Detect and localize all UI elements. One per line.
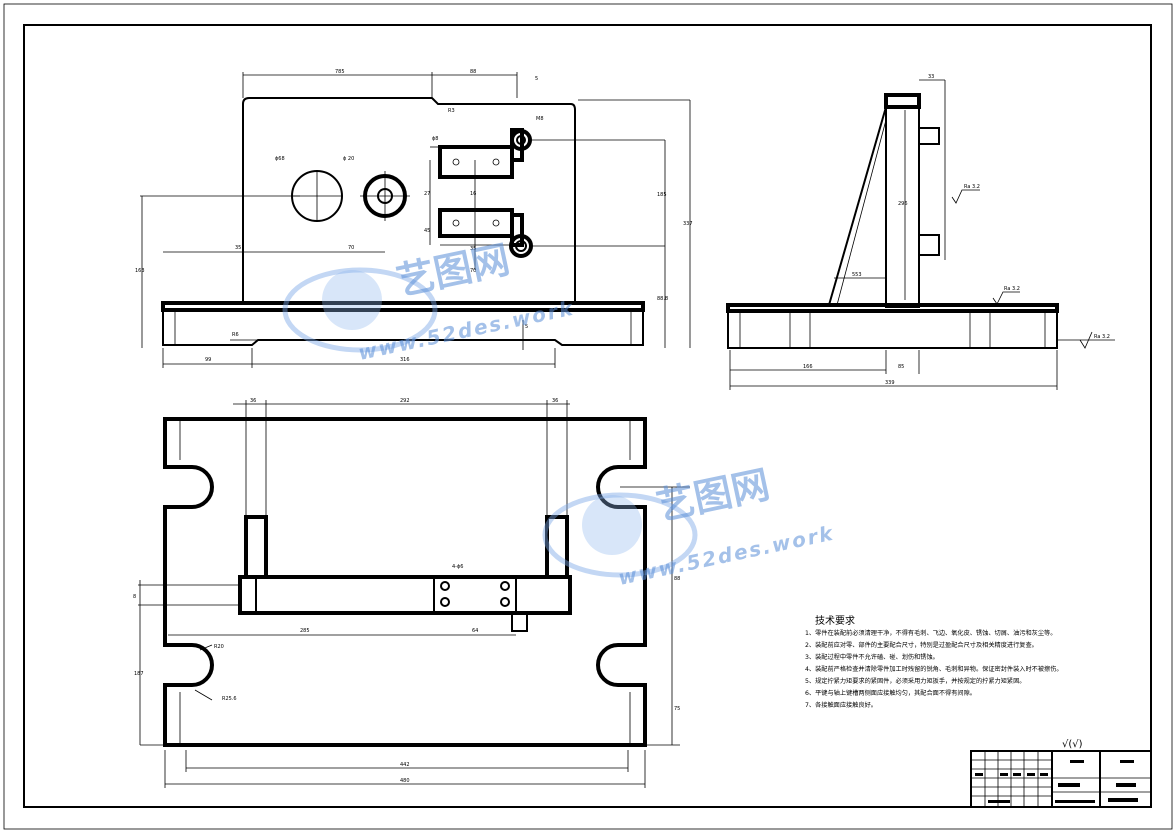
roughness-symbol: √(√) (1062, 739, 1083, 750)
dim-top-bar-len: 285 (300, 628, 310, 634)
dim-front-hole-spacing: 70 (348, 245, 354, 251)
dim-front-left-offset: 35 (235, 245, 241, 251)
dim-front-chamfer: R3 (448, 108, 455, 114)
dim-side-base-mid: 85 (898, 364, 904, 370)
inner-frame (23, 24, 1152, 808)
tech-req-line-6: 6、平键与轴上键槽两侧面应接触均匀，其配合面不得有间隙。 (805, 689, 976, 697)
dim-front-slot-h2: 45 (424, 228, 430, 234)
dim-top-overall-w: 442 (400, 762, 410, 768)
watermark-brand-2: 艺图网 (653, 462, 774, 529)
dim-top-bar-h: 8 (133, 594, 136, 600)
dim-front-hole-m8: M8 (536, 116, 544, 122)
dim-top-slot-r: R20 (214, 644, 224, 650)
dim-front-base-left: 99 (205, 357, 211, 363)
dim-side-top-w: 33 (928, 74, 934, 80)
dim-side-height: 296 (898, 201, 908, 207)
dim-front-height-upper: 185 (657, 192, 667, 198)
dim-top-overall-total: 480 (400, 778, 410, 784)
watermark-1: 艺图网 www.52des.work (282, 237, 577, 365)
tech-req-line-1: 1、零件在装配前必须清理干净，不得有毛刺、飞边、氧化皮、锈蚀、切屑、油污和灰尘等… (805, 629, 1056, 637)
side-view: 33 296 553 166 85 339 Ra 3.2 Ra 3.2 Ra 3… (726, 74, 1115, 390)
tech-req-title: 技术要求 (815, 614, 855, 627)
dim-side-rib: 553 (852, 272, 862, 278)
dim-top-left-total: 187 (134, 671, 144, 677)
dim-front-top-left: 785 (335, 69, 345, 75)
outer-frame (3, 3, 1173, 830)
dim-top-slot-r2: R25.6 (222, 696, 237, 702)
dim-front-left-height: 163 (135, 268, 145, 274)
watermark-url-1: www.52des.work (356, 296, 577, 365)
dim-front-slot-v3: 70 (470, 268, 476, 274)
tech-req-line-5: 5、规定拧紧力矩要求的紧固件，必须采用力矩扳手，并按规定的拧紧力矩紧固。 (805, 677, 1026, 685)
front-view: 785 88 5 R3 M8 ϕ8 ϕ68 ϕ 20 337 185 88.8 … (135, 69, 693, 368)
dim-top-bar-right: 64 (472, 628, 478, 634)
dim-front-slot-a: 35 (470, 246, 476, 252)
tech-req-line-3: 3、装配过程中零件不允许磕、碰、划伤和锈蚀。 (805, 653, 939, 661)
dim-top-holes: 4-ϕ6 (452, 564, 463, 570)
dim-side-base-total: 339 (885, 380, 895, 386)
dim-side-ra-3: Ra 3.2 (1094, 334, 1110, 340)
dim-front-slot-note: ϕ8 (432, 136, 438, 142)
dim-side-base-left: 166 (803, 364, 813, 370)
top-view: 36 292 36 8 285 64 4-ϕ6 187 88 75 R20 R2… (133, 398, 690, 788)
dim-front-top-right: 5 (535, 76, 538, 82)
dim-front-circle-small: ϕ 20 (343, 156, 354, 162)
dim-front-height-lower: 88.8 (657, 296, 668, 302)
dim-top-right-h2: 75 (674, 706, 680, 712)
dim-top-right-h: 88 (674, 576, 680, 582)
watermark-brand-1: 艺图网 (393, 237, 514, 304)
dim-side-ra-1: Ra 3.2 (964, 184, 980, 190)
tech-req-line-7: 7、各接触面应接触良好。 (805, 701, 877, 709)
dim-front-base-width: 316 (400, 357, 410, 363)
title-block (970, 750, 1152, 808)
dim-side-ra-2: Ra 3.2 (1004, 286, 1020, 292)
dim-front-base-step: 5 (525, 324, 528, 330)
tech-req-line-4: 4、装配前严格检查并清除零件加工时残留的锐角、毛刺和异物。保证密封件装入时不被擦… (805, 665, 1063, 673)
dim-top-col-span: 292 (400, 398, 410, 404)
watermark-url-2: www.52des.work (616, 521, 837, 590)
dim-top-col-left: 36 (250, 398, 256, 404)
dim-front-height-overall: 337 (683, 221, 693, 227)
dim-front-base-chamfer: R6 (232, 332, 239, 338)
tech-req-line-2: 2、装配前应对零、部件的主要配合尺寸，特别是过盈配合尺寸及相关精度进行复查。 (805, 641, 1038, 649)
dim-front-top-mid: 88 (470, 69, 476, 75)
dim-front-slot-h1: 27 (424, 191, 430, 197)
technical-requirements: 技术要求 1、零件在装配前必须清理干净，不得有毛刺、飞边、氧化皮、锈蚀、切屑、油… (805, 614, 1063, 709)
dim-front-slot-v: 16 (470, 191, 476, 197)
dim-front-circle-large: ϕ68 (275, 156, 285, 162)
dim-top-col-right: 36 (552, 398, 558, 404)
watermark-2: 艺图网 www.52des.work (542, 462, 837, 590)
